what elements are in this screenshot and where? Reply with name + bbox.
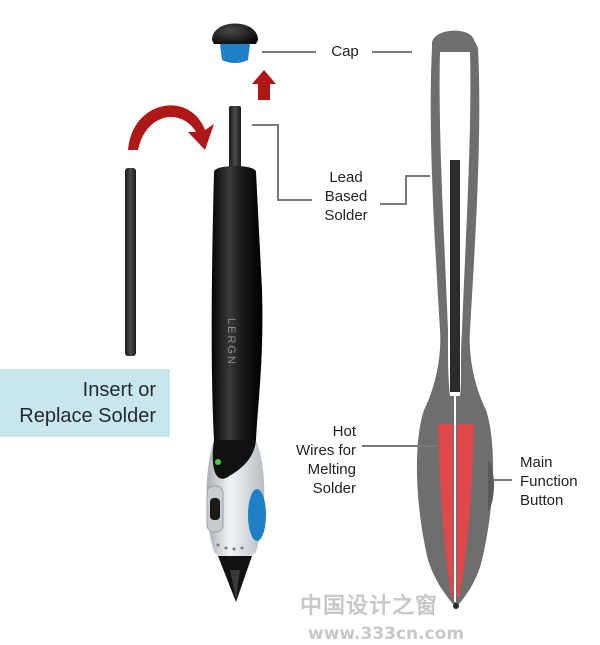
pen-main-button [248,489,266,541]
instruction-box: Insert or Replace Solder [0,369,170,437]
label-lead-line-2: Based [324,188,368,205]
watermark-text: 中国设计之窗 [300,594,439,619]
pen-brand: LERGN [225,318,237,366]
label-hot-line-3: Melting [307,461,356,478]
label-lead-line-3: Solder [324,207,368,224]
label-hot-wires: Hot Wires for Melting Solder [270,422,356,498]
cross-section-button [488,460,494,512]
label-lead-solder: Lead Based Solder [316,168,376,225]
label-main-line-3: Button [520,492,564,509]
label-main-button: Main Function Button [520,453,596,510]
instruction-line-1: Insert or [82,379,156,401]
power-led-icon [215,459,221,465]
pen-body [211,166,263,440]
loose-solder-rod [125,168,136,356]
pen-diagram: LERGN [125,23,512,609]
hot-wires [438,424,453,600]
label-main-line-2: Function [520,473,578,490]
watermark-url: www.333cn.com [308,624,465,644]
label-main-line-1: Main [520,454,553,471]
watermark: 中国设计之窗 www.333cn.com [300,588,600,644]
cross-section-solder [450,160,460,392]
label-lead-line-1: Lead [329,169,363,186]
label-hot-line-4: Solder [312,480,356,497]
label-hot-line-2: Wires for [296,442,356,459]
solder-rod-in-pen [229,106,241,172]
label-hot-line-1: Hot [332,423,356,440]
insert-arrow-icon [128,105,214,150]
leader-lines [252,51,512,481]
label-cap-text: Cap [331,43,359,60]
cap-icon [212,23,258,44]
up-arrow-icon [252,70,276,100]
label-cap: Cap [322,42,368,61]
instruction-line-2: Replace Solder [19,405,156,427]
